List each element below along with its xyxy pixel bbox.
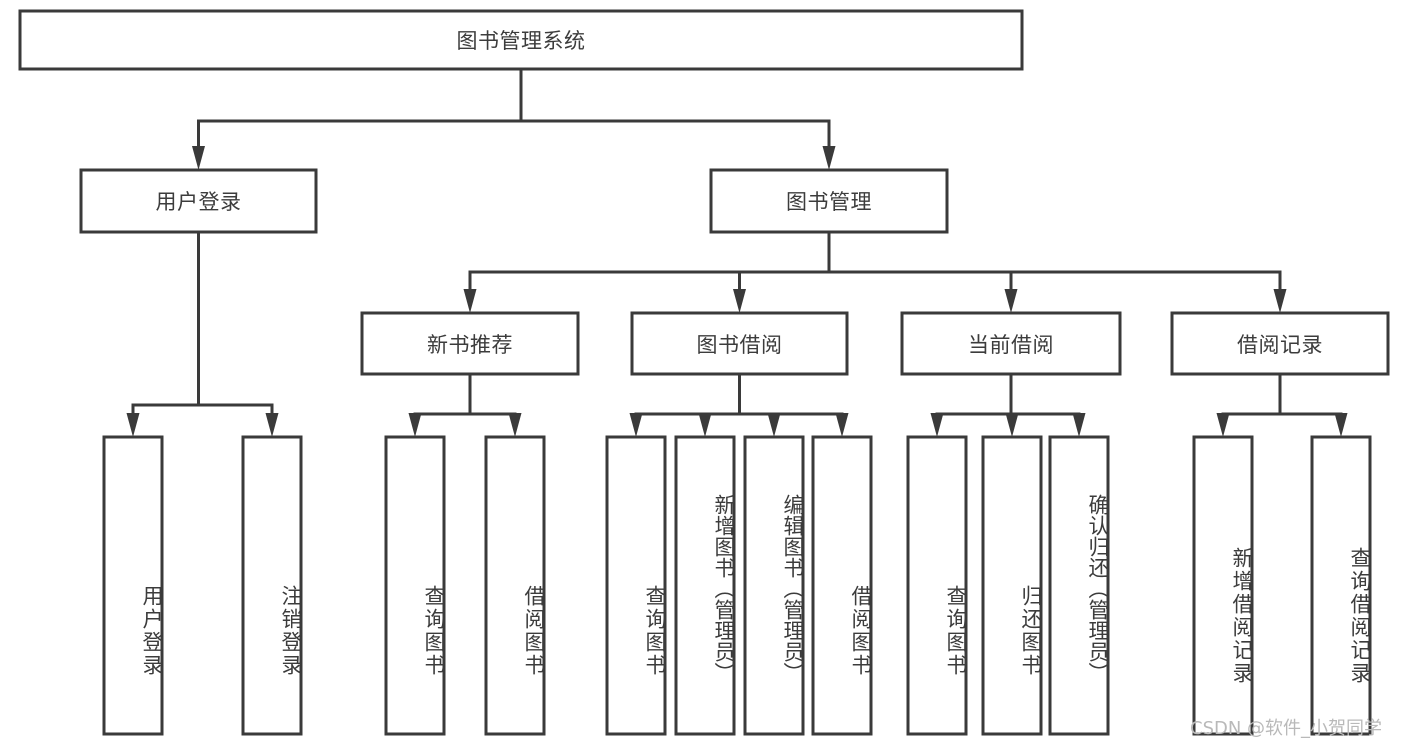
node-box-leaf-borrow-book-rec[interactable] xyxy=(484,435,546,736)
arrow-head xyxy=(930,413,944,437)
node-box-leaf-edit-book[interactable] xyxy=(743,435,805,736)
arrow-head xyxy=(1334,413,1348,437)
node-box-leaf-user-logout[interactable] xyxy=(241,435,303,736)
node-box-root[interactable] xyxy=(18,9,1024,71)
arrow-head xyxy=(1216,413,1230,437)
node-box-leaf-query-book-borrow[interactable] xyxy=(605,435,667,736)
node-box-leaf-query-book-cur[interactable] xyxy=(906,435,968,736)
arrow-head xyxy=(733,289,746,313)
node-box-current-borrow[interactable] xyxy=(900,311,1122,376)
arrow-head xyxy=(1072,413,1086,437)
arrow-head xyxy=(767,413,781,437)
node-box-new-book-recommend[interactable] xyxy=(360,311,580,376)
arrow-head xyxy=(463,289,477,313)
node-box-leaf-query-book-rec[interactable] xyxy=(384,435,446,736)
arrow-head xyxy=(1273,289,1287,313)
arrow-head xyxy=(1004,289,1018,313)
node-box-book-management[interactable] xyxy=(709,168,949,234)
node-box-book-borrow[interactable] xyxy=(630,311,849,376)
node-box-leaf-user-login[interactable] xyxy=(102,435,164,736)
node-box-borrow-record[interactable] xyxy=(1170,311,1390,376)
node-box-leaf-confirm-return[interactable] xyxy=(1048,435,1110,736)
arrow-head xyxy=(1005,413,1019,437)
arrow-head xyxy=(822,146,836,170)
arrow-head xyxy=(126,413,140,437)
node-box-leaf-add-book[interactable] xyxy=(674,435,736,736)
node-box-leaf-borrow-book[interactable] xyxy=(811,435,873,736)
arrow-head xyxy=(265,413,279,437)
arrow-head xyxy=(835,413,849,437)
arrow-head xyxy=(192,146,205,170)
node-box-leaf-return-book[interactable] xyxy=(981,435,1043,736)
node-box-leaf-add-borrow-record[interactable] xyxy=(1192,435,1254,736)
node-box-user-login[interactable] xyxy=(79,168,318,234)
connectors-layer xyxy=(126,67,1348,437)
node-box-leaf-query-borrow-record[interactable] xyxy=(1310,435,1372,736)
arrow-head xyxy=(698,413,712,437)
arrow-head xyxy=(629,413,643,437)
arrow-head xyxy=(408,413,422,437)
node-boxes-layer xyxy=(18,9,1390,736)
arrow-head xyxy=(508,413,522,437)
